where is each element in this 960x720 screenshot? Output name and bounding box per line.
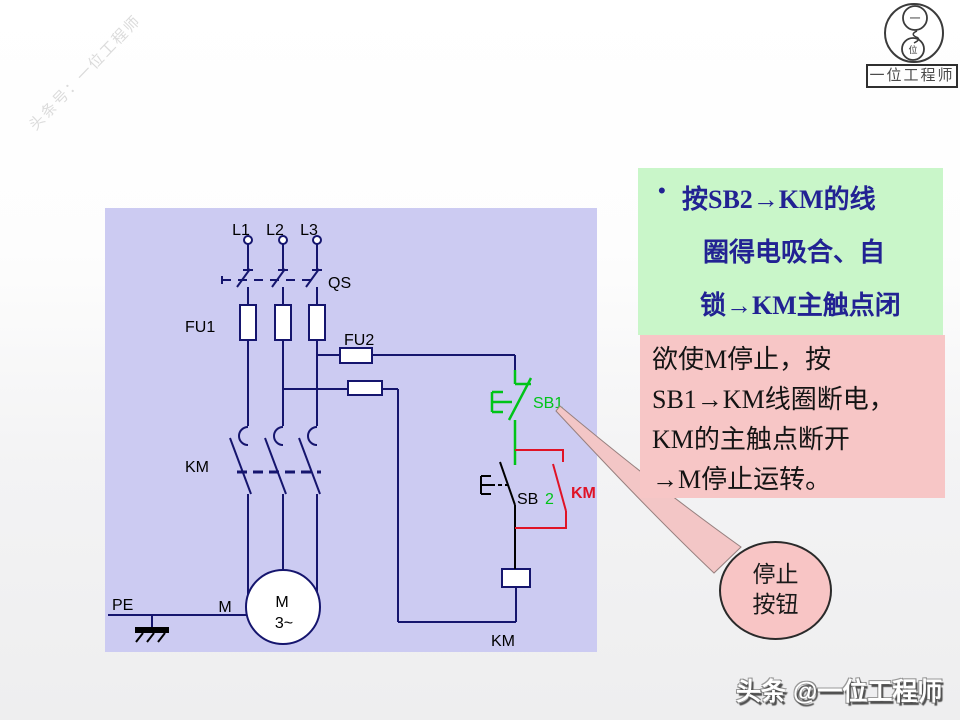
logo-top-circle — [902, 5, 928, 31]
terminal-l1 — [243, 235, 253, 245]
footer-credit: 头条 @一位工程师 — [736, 678, 943, 706]
logo-squiggle — [912, 30, 920, 44]
stop-explanation-box: 欲使M停止，按 SB1→KM线圈断电， KM的主触点断开 →M停止运转。 — [640, 335, 945, 498]
motor-control-circuit-diagram: L1 L2 L3 QS FU1 FU2 KM SB1 SB 2 KM KM PE… — [105, 208, 597, 652]
qs-switch — [221, 268, 322, 288]
sb1-stop-button-symbol — [490, 370, 533, 465]
green-box-line: 锁→KM主触点闭 — [700, 291, 901, 320]
label-sb1: SB1 — [533, 395, 563, 412]
engineer-logo-icon: 一 位 — [884, 3, 944, 63]
label-km-main: KM — [185, 459, 209, 476]
terminal-l3 — [312, 235, 322, 245]
stop-button-callout-bubble: 停止 按钮 — [719, 541, 832, 640]
logo-bottom-char: 位 — [908, 44, 917, 55]
power-wires — [108, 235, 531, 645]
label-qs: QS — [328, 275, 351, 292]
bullet-point: • — [658, 178, 666, 203]
watermark-text: 头条号：一位工程师 — [26, 12, 145, 134]
label-m-outside: M — [218, 599, 231, 616]
start-explanation-box: • 按SB2→KM的线 圈得电吸合、自 锁→KM主触点闭 — [638, 168, 943, 335]
motor-circle — [245, 569, 321, 645]
label-m-inside: M — [275, 594, 288, 611]
label-sb2: SB — [517, 491, 538, 508]
label-l2: L2 — [266, 222, 284, 239]
green-box-line: 圈得电吸合、自 — [703, 238, 886, 267]
pink-box-line: →M停止运转。 — [652, 465, 832, 494]
label-km-coil: KM — [491, 633, 515, 650]
pink-box-line: 欲使M停止，按 — [652, 345, 832, 374]
label-fu2: FU2 — [344, 332, 374, 349]
logo-name-plate: 一位工程师 — [866, 64, 958, 88]
fu1-fuses — [239, 304, 326, 341]
sb2-start-button-symbol — [480, 461, 516, 569]
label-m-phase: 3~ — [275, 615, 293, 632]
pink-box-line: SB1→KM线圈断电， — [652, 385, 895, 414]
logo-bottom-circle — [901, 37, 925, 61]
label-sb2-number: 2 — [545, 491, 554, 508]
callout-line: 按钮 — [752, 592, 799, 617]
label-fu1: FU1 — [185, 319, 215, 336]
green-box-line: 按SB2→KM的线 — [682, 185, 876, 214]
pink-box-line: KM的主触点断开 — [652, 425, 850, 454]
label-km-aux: KM — [571, 485, 596, 502]
terminal-l2 — [278, 235, 288, 245]
label-pe: PE — [112, 597, 133, 614]
fu2-fuses — [283, 347, 517, 623]
pe-ground — [108, 614, 246, 643]
km-coil — [501, 568, 531, 588]
label-l1: L1 — [232, 222, 250, 239]
label-l3: L3 — [300, 222, 318, 239]
logo-top-char: 一 — [910, 13, 921, 25]
km-main-contacts — [229, 426, 321, 495]
callout-line: 停止 — [752, 562, 799, 587]
